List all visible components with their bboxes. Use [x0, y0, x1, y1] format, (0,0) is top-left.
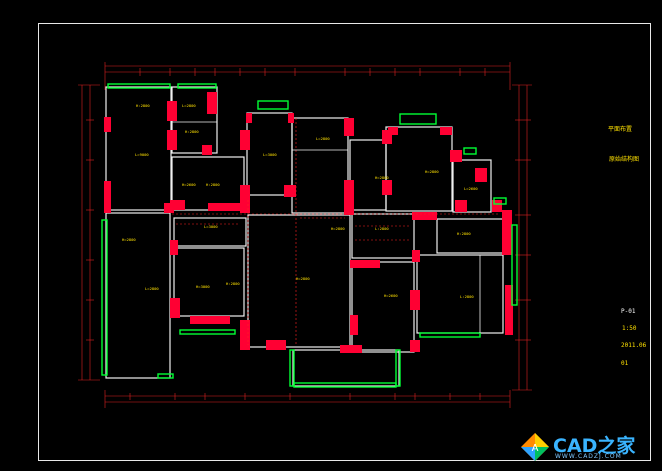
room-label: H:2800 — [136, 103, 150, 108]
watermark-url: WWW.CADZJ.COM — [555, 453, 622, 460]
svg-text:A: A — [532, 443, 539, 454]
page-number: 01 — [621, 360, 629, 367]
sheet-scale: 1:50 — [622, 325, 637, 332]
room-label: H=2600 — [384, 293, 398, 298]
beam-lines — [172, 118, 500, 345]
sheet-code: P-01 — [621, 308, 636, 315]
room-label: H=3000 — [196, 284, 210, 289]
cad-house-logo-icon: A — [521, 433, 549, 461]
title-line-1: 平面布置 — [608, 126, 633, 133]
drawing-frame — [38, 23, 651, 461]
room-label: L=2600 — [464, 186, 478, 191]
right-dimensions — [512, 84, 532, 391]
room-label: H=2800 — [331, 226, 345, 231]
watermark-brand: CAD之家 — [553, 435, 636, 457]
room-label: L=2800 — [316, 136, 330, 141]
title-line-2: 原始结构图 — [609, 156, 640, 163]
room-label: L=3000 — [204, 224, 218, 229]
room-label: H=2800 — [375, 175, 389, 180]
structural-walls — [104, 92, 513, 353]
bottom-dimensions — [104, 390, 511, 408]
room-label: L=9000 — [135, 152, 149, 157]
room-label: L=2800 — [182, 103, 196, 108]
top-dimensions — [104, 62, 511, 90]
room-label: H:2800 — [457, 231, 471, 236]
sheet-date: 2011.06 — [621, 342, 647, 349]
room-label: H:2800 — [206, 182, 220, 187]
left-dimensions — [78, 84, 100, 381]
room-label: H:2800 — [185, 129, 199, 134]
room-label: L:2800 — [460, 294, 474, 299]
room-label: H=2600 — [182, 182, 196, 187]
room-label: H=2800 — [122, 237, 136, 242]
windows — [101, 83, 518, 388]
room-label: H=2800 — [425, 169, 439, 174]
room-label: L=3000 — [263, 152, 277, 157]
room-label: L=2800 — [145, 286, 159, 291]
room-label: H:2800 — [226, 281, 240, 286]
room-label: H=2800 — [296, 276, 310, 281]
watermark: A CAD之家 WWW.CADZJ.COM — [519, 429, 654, 465]
room-label: L:2800 — [375, 226, 389, 231]
partitions — [172, 121, 481, 333]
